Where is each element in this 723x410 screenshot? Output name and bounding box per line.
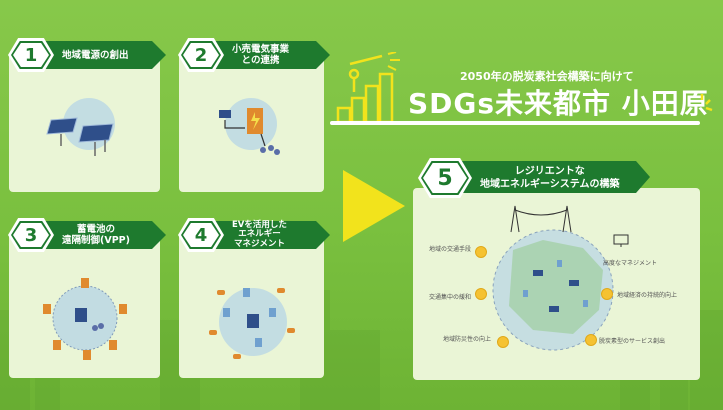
label-disaster: 地域防災性の向上 [443, 336, 492, 343]
label-service: 脱炭素型のサービス創出 [599, 338, 666, 345]
card-2-tag: 2 小売電気事業 との連携 [178, 38, 330, 72]
monitor-icon [613, 234, 629, 247]
sparkle-icon [700, 94, 713, 112]
arrow-right-icon [343, 170, 405, 242]
card-4-number: 4 [194, 224, 208, 246]
card-1-tag: 1 地域電源の創出 [8, 38, 166, 72]
ev-management-icon [209, 288, 295, 359]
card-2 [179, 52, 324, 192]
card-3-number: 3 [24, 224, 38, 246]
transport-dot [475, 246, 487, 258]
title-underline [330, 121, 700, 125]
label-management: 高度なマネジメント [603, 260, 658, 267]
card-5: 地域の交通手段 交通集中の緩和 地域防災性の向上 高度なマネジメント 地域経済の… [413, 188, 700, 380]
card-4-label: EVを活用した エネルギー マネジメント [232, 219, 287, 249]
telescope-person-icon [336, 52, 400, 124]
card-1-number: 1 [24, 44, 38, 66]
header-subtitle: 2050年の脱炭素社会構築に向けて [460, 70, 634, 83]
card-5-tag: 5 レジリエントな 地域エネルギーシステムの構築 [418, 158, 650, 198]
card-2-label: 小売電気事業 との連携 [232, 44, 290, 66]
power-tower-icon [510, 205, 572, 233]
label-transport: 地域の交通手段 [429, 246, 472, 253]
retail-electricity-icon [219, 98, 280, 155]
service-dot [585, 334, 597, 346]
label-congestion: 交通集中の緩和 [429, 294, 472, 301]
congestion-dot [475, 288, 487, 300]
card-3-label: 蓄電池の 遠隔制御(VPP) [62, 224, 130, 246]
header-title: SDGs未来都市 小田原 [408, 87, 709, 120]
label-economy: 地域経済の持続的向上 [617, 292, 678, 299]
card-4-tag: 4 EVを活用した エネルギー マネジメント [178, 218, 330, 252]
card-2-number: 2 [194, 44, 208, 66]
solar-panel-icon [46, 98, 115, 156]
card-5-label: レジリエントな 地域エネルギーシステムの構築 [480, 166, 620, 190]
disaster-dot [497, 336, 509, 348]
card-3-tag: 3 蓄電池の 遠隔制御(VPP) [8, 218, 166, 252]
economy-dot [601, 288, 613, 300]
card-5-number: 5 [437, 165, 453, 191]
card-4 [179, 232, 324, 378]
regional-energy-map [492, 229, 614, 351]
battery-network-icon [43, 278, 127, 360]
card-1-label: 地域電源の創出 [62, 49, 129, 61]
card-3 [9, 232, 160, 378]
card-1 [9, 52, 160, 192]
